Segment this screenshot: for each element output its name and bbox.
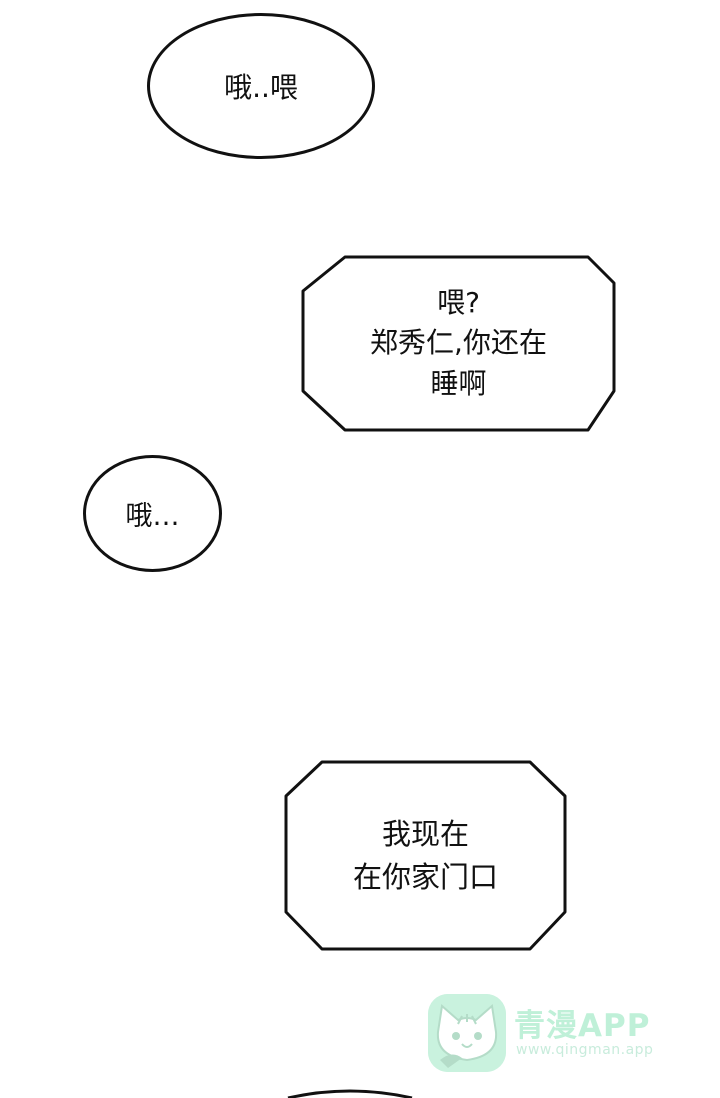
next-bubble-edge (287, 1089, 413, 1098)
octagon-bubble-outline (301, 255, 616, 432)
speech-bubble-1-text: 哦..喂 (224, 71, 298, 104)
speech-bubble-4-line-1: 我现在 (381, 817, 469, 852)
speech-bubble-2: 喂? 郑秀仁,你还在 睡啊 (301, 255, 616, 432)
speech-bubble-2-line-2: 郑秀仁,你还在 (370, 326, 547, 360)
speech-bubble-4: 我现在 在你家门口 (284, 760, 567, 951)
speech-bubble-4-line-2: 在你家门口 (352, 859, 498, 894)
speech-bubble-3: 哦… (83, 455, 222, 572)
watermark-url: www.qingman.app (516, 1042, 654, 1058)
speech-bubble-3-text: 哦… (125, 501, 180, 532)
speech-bubble-1: 哦..喂 (147, 13, 375, 159)
speech-bubble-2-line-1: 喂? (437, 285, 480, 319)
watermark: 青漫APP www.qingman.app (428, 994, 678, 1072)
octagon-bubble-outline (284, 760, 567, 951)
cat-face-icon (428, 994, 506, 1072)
watermark-title: 青漫APP (514, 1008, 651, 1044)
speech-bubble-2-line-3: 睡啊 (430, 366, 487, 400)
